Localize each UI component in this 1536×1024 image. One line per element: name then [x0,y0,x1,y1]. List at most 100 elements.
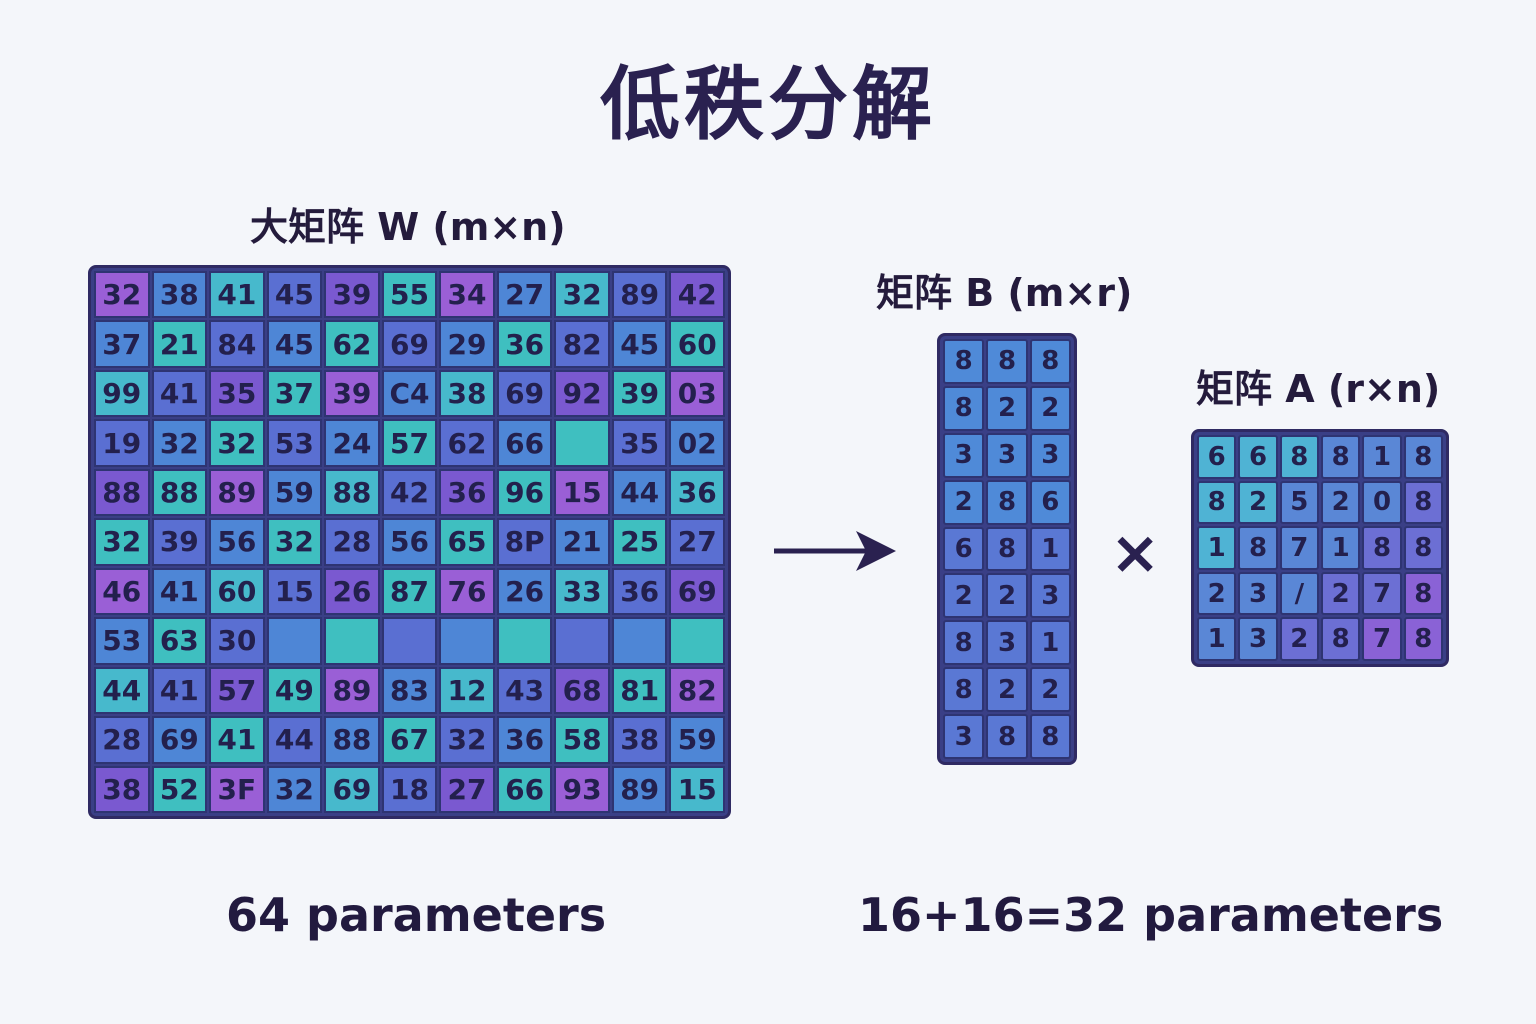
matrix-cell: 27 [496,271,553,319]
matrix-w-label: 大矩阵 W (m×n) [250,205,566,249]
matrix-cell: 67 [381,716,438,764]
matrix-cell: 69 [324,765,380,813]
matrix-cell: 56 [209,518,265,566]
matrix-cell: 88 [324,468,380,517]
matrix-cell: 52 [151,765,208,813]
matrix-cell: 8 [1238,526,1278,570]
matrix-cell: 38 [611,716,668,764]
matrix-cell: 53 [266,419,323,467]
matrix-cell: 8 [1197,480,1237,525]
matrix-cell: 34 [439,271,495,319]
matrix-cell: 8 [943,385,985,431]
matrix-cell: 69 [669,567,725,616]
matrix-cell: 30 [209,617,265,665]
matrix-cell: 28 [324,518,380,566]
matrix-cell: 36 [611,567,668,616]
matrix-cell: 37 [266,369,323,418]
matrix-cell: 2 [1320,571,1361,616]
matrix-cell: 03 [669,369,725,418]
matrix-cell: 87 [381,567,438,616]
matrix-cell: C4 [381,369,438,418]
matrix-cell: 82 [669,666,725,715]
matrix-cell: 8 [1320,617,1361,661]
matrix-cell: 41 [209,716,265,764]
matrix-cell: 21 [151,320,208,368]
matrix-cell: 02 [669,419,725,467]
matrix-cell: 2 [1238,480,1278,525]
matrix-cell: 2 [986,667,1028,713]
matrix-cell: 46 [94,567,150,616]
matrix-cell: 41 [151,666,208,715]
matrix-cell: 45 [266,320,323,368]
matrix-cell: 89 [611,765,668,813]
matrix-cell: 1 [1320,526,1361,570]
matrix-cell: 8 [1403,526,1443,570]
matrix-cell: 88 [324,716,380,764]
matrix-cell: 88 [94,468,150,517]
matrix-cell [266,617,323,665]
matrix-cell: 43 [496,666,553,715]
matrix-cell: 33 [554,567,610,616]
matrix-cell: 3 [986,432,1028,478]
matrix-cell: 37 [94,320,150,368]
matrix-cell: 7 [1362,571,1402,616]
matrix-cell: 60 [669,320,725,368]
matrix-cell: 62 [324,320,380,368]
matrix-cell: 89 [324,666,380,715]
matrix-cell: 39 [324,271,380,319]
matrix-cell: 42 [669,271,725,319]
matrix-cell: 99 [94,369,150,418]
matrix-cell: 49 [266,666,323,715]
matrix-cell [669,617,725,665]
matrix-cell: 82 [554,320,610,368]
matrix-cell: 69 [496,369,553,418]
matrix-cell [554,617,610,665]
matrix-cell: 65 [439,518,495,566]
matrix-cell: 32 [151,419,208,467]
matrix-cell: 69 [151,716,208,764]
matrix-cell: 63 [151,617,208,665]
matrix-cell: 8 [986,339,1028,384]
matrix-cell: 32 [439,716,495,764]
matrix-cell: 3 [1029,432,1071,478]
matrix-cell: 2 [1029,667,1071,713]
matrix-cell: 7 [1279,526,1319,570]
matrix-cell: 5 [1279,480,1319,525]
matrix-b-label: 矩阵 B (m×r) [876,271,1133,315]
matrix-cell: 1 [1029,620,1071,666]
matrix-cell: 93 [554,765,610,813]
matrix-cell: 44 [266,716,323,764]
matrix-cell: 41 [209,271,265,319]
matrix-cell: 57 [209,666,265,715]
multiply-sign: × [1110,518,1161,588]
matrix-cell: 36 [439,468,495,517]
matrix-cell: 8 [986,479,1028,525]
arrow-right-icon [774,531,896,571]
matrix-cell: 57 [381,419,438,467]
matrix-cell: 32 [266,765,323,813]
matrix-cell: 39 [151,518,208,566]
matrix-cell [381,617,438,665]
matrix-cell: 32 [266,518,323,566]
matrix-cell: 8 [1403,571,1443,616]
matrix-cell: 2 [986,385,1028,431]
matrix-cell: 56 [381,518,438,566]
matrix-cell: 3F [209,765,265,813]
matrix-cell: 88 [151,468,208,517]
matrix-cell: 36 [496,320,553,368]
matrix-cell: 66 [496,765,553,813]
matrix-cell: 1 [1362,435,1402,479]
matrix-cell: 8 [1362,526,1402,570]
matrix-cell: 58 [554,716,610,764]
matrix-cell: 12 [439,666,495,715]
footer-right-param-count: 16+16=32 parameters [858,888,1444,942]
matrix-cell: 3 [1238,617,1278,661]
matrix-cell [611,617,668,665]
matrix-cell [554,419,610,467]
page-title: 低秩分解 [600,58,936,151]
matrix-cell: 15 [669,765,725,813]
matrix-cell: 8P [496,518,553,566]
matrix-cell: 59 [669,716,725,764]
